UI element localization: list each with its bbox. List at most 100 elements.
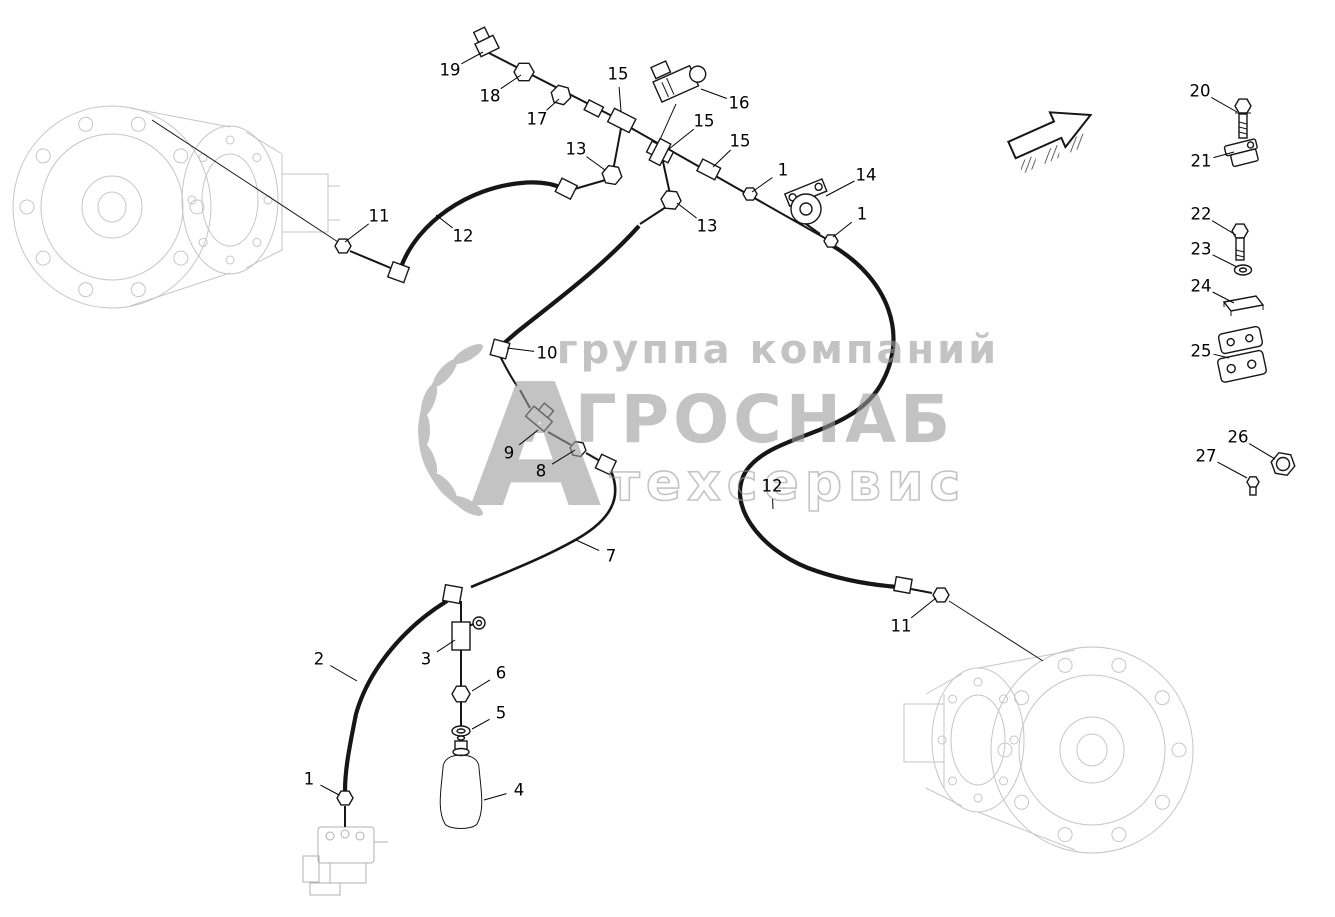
leader-line <box>471 679 491 692</box>
callout-26: 26 <box>1228 428 1249 447</box>
bolt-hole <box>225 255 235 265</box>
part-20-bolt <box>1234 98 1252 139</box>
callout-11: 11 <box>369 207 390 226</box>
callout-3: 3 <box>421 650 432 669</box>
leader-line <box>618 86 622 112</box>
watermark-line2: АГРОСНАБ <box>520 381 955 458</box>
leader-line <box>1212 291 1235 304</box>
bolt-hole-ring <box>937 677 1019 803</box>
fitting-9 <box>524 402 555 433</box>
bolt-hole <box>130 116 146 132</box>
leader-line <box>330 665 358 682</box>
callout-23: 23 <box>1191 240 1212 259</box>
bolt-hole <box>252 153 262 163</box>
part-24-plate <box>1222 295 1265 316</box>
fitting-1-nut <box>336 790 354 806</box>
fitting-19-cap <box>472 26 500 58</box>
leader-line <box>518 429 539 446</box>
leader-line <box>910 597 937 619</box>
callout-17: 17 <box>527 110 548 129</box>
callout-13: 13 <box>566 140 587 159</box>
leader-line <box>1212 254 1238 268</box>
elbow-10 <box>489 338 511 360</box>
elbow <box>594 453 618 476</box>
sleeve <box>583 98 605 118</box>
leader-right-hub <box>948 600 1044 662</box>
hose-12-left <box>399 180 563 268</box>
leader-line <box>676 202 698 219</box>
callout-6: 6 <box>496 664 507 683</box>
callout-14: 14 <box>856 166 877 185</box>
hose-2 <box>342 599 449 792</box>
watermark: А группа компаний АГРОСНАБ техсервис <box>418 327 999 546</box>
callout-2: 2 <box>314 650 325 669</box>
brake-valve-bottom <box>302 826 388 896</box>
bolt-hole <box>1154 690 1170 706</box>
leader-line <box>1213 353 1230 359</box>
bolt-hole <box>1111 657 1127 673</box>
callout-24: 24 <box>1191 277 1212 296</box>
leader-line <box>500 74 522 90</box>
callout-15: 15 <box>730 132 751 151</box>
wheel-hub-right <box>903 646 1194 854</box>
fitting-13-nut <box>601 164 623 186</box>
bolt-hole <box>1057 657 1073 673</box>
leader-line <box>668 128 695 150</box>
elbow <box>386 260 411 284</box>
fitting-1-nut <box>823 234 839 248</box>
bolt-hole <box>973 793 983 803</box>
callout-25: 25 <box>1191 342 1212 361</box>
leader-left-hub <box>151 119 339 243</box>
leader-line <box>435 214 454 229</box>
bolt-hole <box>78 282 94 298</box>
bolt-hole-ring <box>187 135 273 265</box>
leader-line <box>1211 96 1238 113</box>
leader-line <box>700 88 727 99</box>
callout-7: 7 <box>606 547 617 566</box>
callout-8: 8 <box>536 462 547 481</box>
callout-5: 5 <box>496 704 507 723</box>
leader-line <box>461 51 484 65</box>
fitting-11-nut <box>334 238 352 254</box>
callout-16: 16 <box>729 94 750 113</box>
bolt-hole <box>999 694 1008 704</box>
bolt-hole <box>35 250 51 266</box>
leader-line <box>506 347 535 352</box>
fitting-8-nut <box>569 440 587 458</box>
bolt-hole <box>187 195 197 205</box>
bolt-hole <box>35 148 51 164</box>
leader-line <box>1213 151 1235 159</box>
leader-line <box>546 98 560 111</box>
bolt-hole <box>1171 742 1187 758</box>
leader-line <box>832 221 853 238</box>
bolt-hole <box>173 250 189 266</box>
direction-arrow-icon <box>1007 111 1093 175</box>
watermark-line1: группа компаний <box>557 327 999 373</box>
bolt-hole <box>19 199 35 215</box>
leader-line <box>483 793 507 801</box>
callout-19: 19 <box>440 61 461 80</box>
part-14-valve <box>783 178 828 235</box>
part-21-clamp <box>1223 138 1259 168</box>
bolt-hole <box>1111 827 1127 843</box>
watermark-logo-letter: А <box>470 348 602 546</box>
fitting-3 <box>451 621 471 651</box>
bolt-hole <box>225 135 235 145</box>
callout-1: 1 <box>778 161 789 180</box>
callout-1: 1 <box>857 205 868 224</box>
fitting-15 <box>695 158 722 181</box>
leader-line <box>1217 461 1248 479</box>
bolt-hole <box>999 776 1008 786</box>
bolt-hole <box>1009 735 1019 745</box>
callout-15: 15 <box>694 112 715 131</box>
callout-20: 20 <box>1190 82 1211 101</box>
elbow <box>441 583 464 605</box>
bolt-hole <box>973 677 983 687</box>
bolt-hole <box>263 195 273 205</box>
fitting-13-nut <box>660 190 682 210</box>
fitting-11-nut <box>932 587 950 603</box>
part-26-nut <box>1270 451 1296 477</box>
bolt-hole <box>1057 827 1073 843</box>
